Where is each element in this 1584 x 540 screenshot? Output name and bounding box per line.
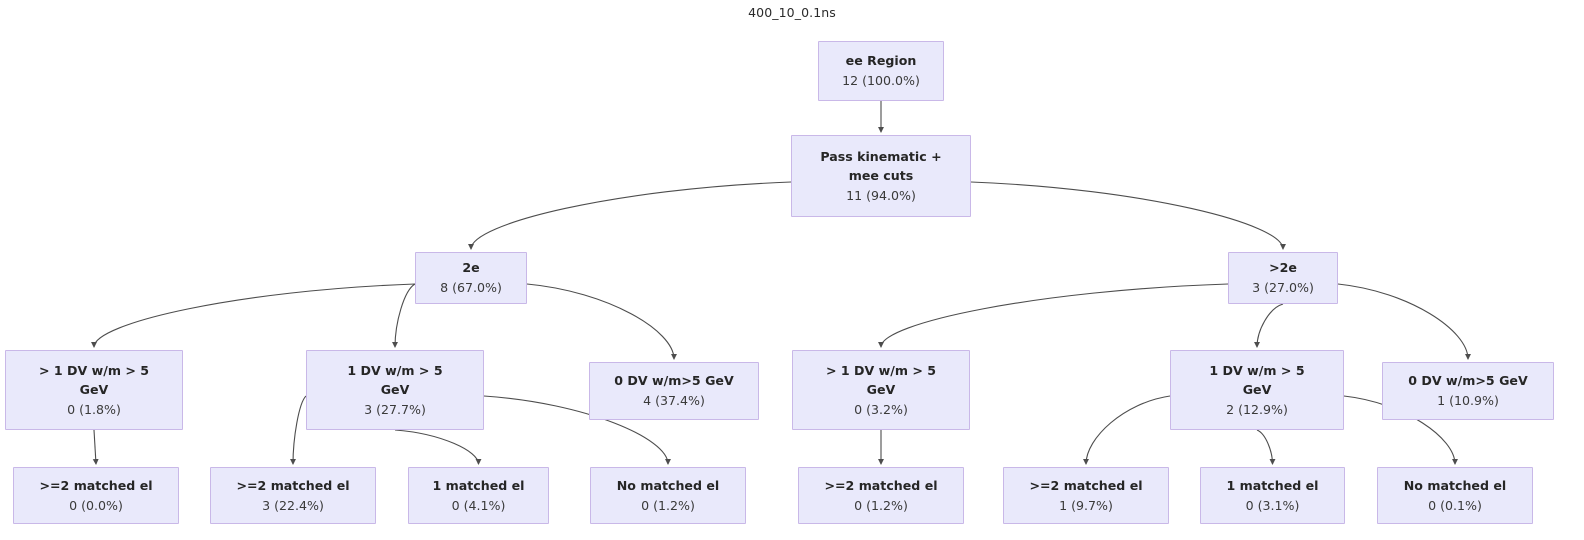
node-l2[interactable]: >=2 matched el 3 (22.4%) <box>210 467 376 524</box>
edge-gt2e_1dv-to-l7 <box>1256 429 1276 465</box>
node-label: No matched el <box>1403 477 1507 493</box>
edge-2e-to-2e_1dv <box>392 283 416 348</box>
node-l1[interactable]: >=2 matched el 0 (0.0%) <box>13 467 179 524</box>
edge-gt2e-to-gt2e_gt1dv <box>878 283 1229 348</box>
node-value: 3 (22.4%) <box>262 497 324 513</box>
node-2e_gt1dv[interactable]: > 1 DV w/m > 5 GeV 0 (1.8%) <box>5 350 183 430</box>
node-value: 11 (94.0%) <box>846 187 916 203</box>
node-value: 0 (4.1%) <box>451 497 506 513</box>
node-2e_0dv[interactable]: 0 DV w/m>5 GeV 4 (37.4%) <box>589 362 759 420</box>
node-label: 2e <box>462 260 480 276</box>
diagram-title: 400_10_0.1ns <box>748 5 836 20</box>
node-gt2e_1dv[interactable]: 1 DV w/m > 5 GeV 2 (12.9%) <box>1170 350 1344 430</box>
node-label: >=2 matched el <box>236 477 350 493</box>
node-value: 12 (100.0%) <box>842 73 920 88</box>
node-value: 3 (27.7%) <box>364 401 426 417</box>
node-pass[interactable]: Pass kinematic + mee cuts 11 (94.0%) <box>791 135 971 217</box>
node-label: > 1 DV w/m > 5 GeV <box>38 362 150 398</box>
node-value: 3 (27.0%) <box>1252 280 1314 295</box>
node-label: Pass kinematic + mee cuts <box>820 148 942 184</box>
edge-2e_1dv-to-l3 <box>394 429 482 465</box>
node-label: >=2 matched el <box>824 477 938 493</box>
node-value: 8 (67.0%) <box>440 280 502 295</box>
node-value: 0 (3.1%) <box>1245 497 1300 513</box>
edge-gt2e-to-gt2e_0dv <box>1337 283 1471 360</box>
node-l4[interactable]: No matched el 0 (1.2%) <box>590 467 746 524</box>
node-l3[interactable]: 1 matched el 0 (4.1%) <box>408 467 549 524</box>
node-label: 1 DV w/m > 5 GeV <box>347 362 443 398</box>
node-value: 2 (12.9%) <box>1226 401 1288 417</box>
node-label: >=2 matched el <box>1029 477 1143 493</box>
edge-2e_gt1dv-to-l1 <box>92 429 99 465</box>
node-label: 1 matched el <box>1226 477 1319 493</box>
node-value: 1 (10.9%) <box>1437 393 1499 408</box>
node-label: 0 DV w/m>5 GeV <box>614 373 734 389</box>
node-root[interactable]: ee Region 12 (100.0%) <box>818 41 944 101</box>
edge-2e_1dv-to-l2 <box>290 395 307 465</box>
node-label: ee Region <box>845 53 917 69</box>
node-value: 0 (3.2%) <box>854 401 908 417</box>
node-l7[interactable]: 1 matched el 0 (3.1%) <box>1200 467 1345 524</box>
node-label: 1 matched el <box>432 477 525 493</box>
edge-2e-to-2e_gt1dv <box>91 283 416 348</box>
node-2e[interactable]: 2e 8 (67.0%) <box>415 252 527 304</box>
node-l8[interactable]: No matched el 0 (0.1%) <box>1377 467 1533 524</box>
node-gt2e[interactable]: >2e 3 (27.0%) <box>1228 252 1338 304</box>
node-label: > 1 DV w/m > 5 GeV <box>825 362 937 398</box>
edge-gt2e-to-gt2e_1dv <box>1254 303 1284 348</box>
node-label: >2e <box>1269 260 1297 276</box>
edge-gt2e_1dv-to-l6 <box>1083 395 1171 465</box>
node-l5[interactable]: >=2 matched el 0 (1.2%) <box>798 467 964 524</box>
node-value: 0 (1.2%) <box>854 497 908 513</box>
node-label: 0 DV w/m>5 GeV <box>1408 373 1528 389</box>
node-value: 0 (0.1%) <box>1428 497 1482 513</box>
node-label: No matched el <box>616 477 720 493</box>
edge-2e-to-2e_0dv <box>526 283 677 360</box>
node-label: >=2 matched el <box>39 477 153 493</box>
node-value: 1 (9.7%) <box>1059 497 1113 513</box>
node-2e_1dv[interactable]: 1 DV w/m > 5 GeV 3 (27.7%) <box>306 350 484 430</box>
node-value: 0 (0.0%) <box>69 497 123 513</box>
edge-pass-to-gt2e <box>970 181 1286 250</box>
node-value: 0 (1.2%) <box>641 497 695 513</box>
node-label: 1 DV w/m > 5 GeV <box>1209 362 1305 398</box>
node-value: 0 (1.8%) <box>67 401 121 417</box>
node-gt2e_0dv[interactable]: 0 DV w/m>5 GeV 1 (10.9%) <box>1382 362 1554 420</box>
node-l6[interactable]: >=2 matched el 1 (9.7%) <box>1003 467 1169 524</box>
edge-pass-to-2e <box>468 181 792 250</box>
node-gt2e_gt1dv[interactable]: > 1 DV w/m > 5 GeV 0 (3.2%) <box>792 350 970 430</box>
node-value: 4 (37.4%) <box>643 393 705 408</box>
